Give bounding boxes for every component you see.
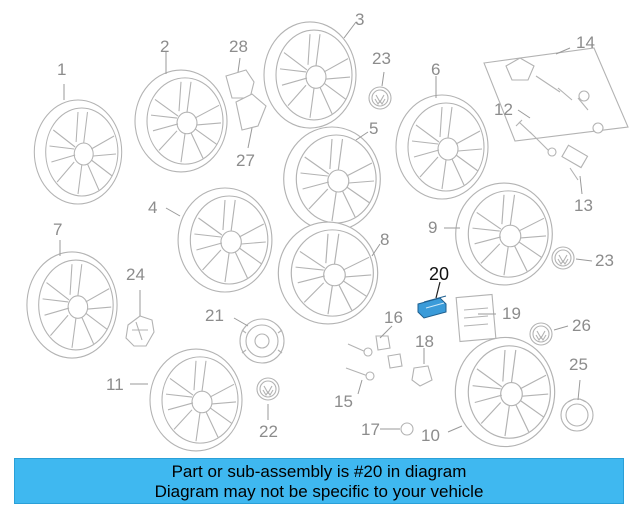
part-16-bolts — [375, 335, 403, 369]
center-cap-23-top — [368, 86, 392, 110]
center-cap-23-right — [551, 246, 575, 270]
callout-17: 17 — [361, 420, 380, 439]
callout-19: 19 — [502, 304, 521, 323]
callout-24: 24 — [126, 265, 145, 284]
banner-line-2: Diagram may not be specific to your vehi… — [154, 482, 484, 501]
wheel-8 — [277, 221, 379, 325]
callout-21: 21 — [205, 306, 224, 325]
banner-line-1: Part or sub-assembly is #20 in diagram — [171, 462, 467, 481]
wheel-7 — [26, 251, 118, 359]
callout-26: 26 — [572, 316, 591, 335]
wheel-3 — [263, 21, 357, 129]
wheel-9 — [455, 182, 553, 286]
callout-11: 11 — [106, 375, 124, 394]
callout-20: 20 — [429, 264, 450, 284]
part-12-valve — [515, 119, 557, 157]
callout-9: 9 — [428, 218, 438, 237]
part-20-highlighted — [417, 295, 447, 319]
callout-6: 6 — [431, 60, 441, 79]
callout-12: 12 — [494, 100, 513, 119]
callout-7: 7 — [53, 220, 63, 239]
callout-28: 28 — [229, 37, 248, 56]
wheel-2 — [134, 69, 228, 173]
info-banner: Part or sub-assembly is #20 in diagram D… — [14, 458, 624, 504]
wheel-5 — [283, 126, 381, 232]
callout-2: 2 — [160, 37, 170, 56]
part-13-valve — [561, 144, 589, 181]
wheel-11 — [149, 348, 243, 452]
callout-23-top: 23 — [372, 49, 391, 68]
part-27-weight — [235, 93, 267, 131]
callout-13: 13 — [574, 196, 593, 215]
hubcap-21 — [239, 318, 285, 364]
callout-15: 15 — [334, 392, 353, 411]
callout-3: 3 — [355, 10, 365, 29]
callout-14: 14 — [576, 33, 595, 52]
callout-1: 1 — [57, 60, 67, 79]
center-cap-22 — [256, 377, 280, 401]
part-18-nut — [411, 365, 433, 387]
callout-10: 10 — [421, 426, 440, 445]
part-19-label — [455, 293, 497, 343]
callout-4: 4 — [148, 198, 158, 217]
callout-16: 16 — [384, 308, 403, 327]
part-14-sensor-kit — [483, 47, 629, 142]
part-24-bracket — [125, 315, 155, 347]
hub-cover-25 — [560, 398, 594, 432]
callout-18: 18 — [415, 332, 434, 351]
callout-22: 22 — [259, 422, 278, 441]
leader-lines — [59, 21, 593, 433]
callout-27: 27 — [236, 151, 255, 170]
callout-23-right: 23 — [595, 251, 614, 270]
wheel-1 — [33, 99, 123, 205]
wheel-4 — [177, 187, 273, 293]
parts-diagram — [26, 21, 629, 452]
callout-25: 25 — [569, 355, 588, 374]
part-15-bolts — [345, 343, 375, 381]
wheel-10 — [454, 336, 556, 448]
callout-8: 8 — [380, 230, 390, 249]
part-17-nut — [400, 422, 414, 436]
wheel-6 — [395, 94, 489, 200]
center-cap-26 — [529, 322, 553, 346]
callout-5: 5 — [369, 119, 379, 138]
part-28-weight — [225, 69, 255, 99]
